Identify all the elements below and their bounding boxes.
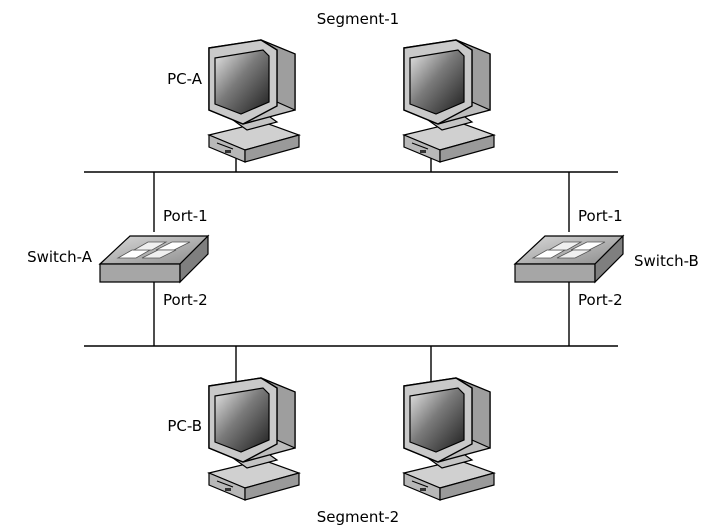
switch-b-icon — [514, 235, 624, 283]
pc-a-icon — [208, 39, 300, 163]
switch-b-port-2-label: Port-2 — [578, 291, 623, 309]
pc-bottom-right-icon — [403, 377, 495, 501]
segment-1-label: Segment-1 — [317, 10, 399, 28]
switch-a-port-1-label: Port-1 — [163, 207, 208, 225]
switch-a-port-2-label: Port-2 — [163, 291, 208, 309]
segment-2-label: Segment-2 — [317, 508, 399, 526]
pc-b-label: PC-B — [167, 417, 202, 435]
pc-b-icon — [208, 377, 300, 501]
pc-a-label: PC-A — [167, 70, 203, 88]
switch-b-port-1-label: Port-1 — [578, 207, 623, 225]
switch-a-icon — [99, 235, 209, 283]
switch-b-label: Switch-B — [634, 252, 699, 270]
pc-top-right-icon — [403, 39, 495, 163]
switch-a-label: Switch-A — [27, 248, 93, 266]
